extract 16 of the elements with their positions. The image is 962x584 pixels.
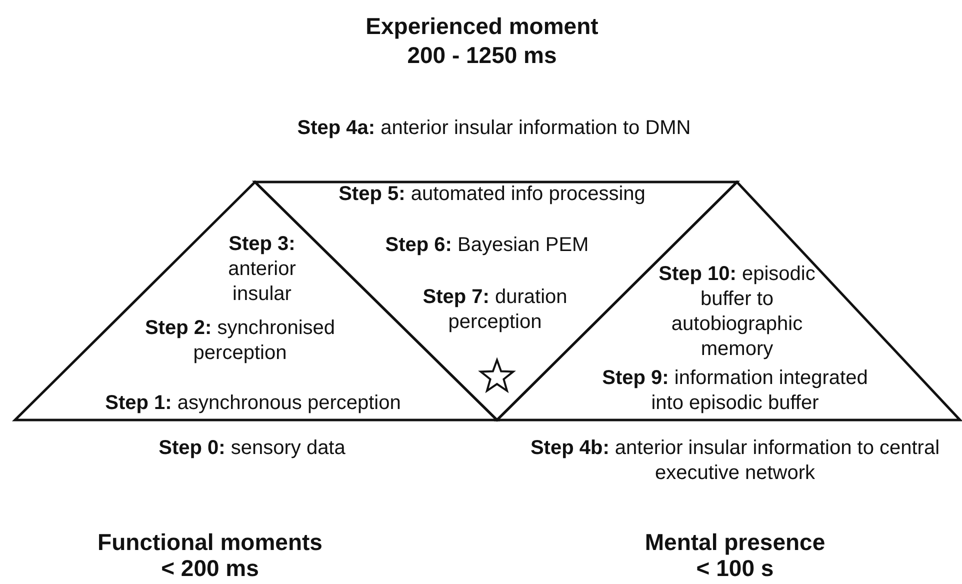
- heading-text: Experienced moment: [364, 12, 600, 40]
- step-text: Step 1: asynchronous perception: [104, 391, 402, 416]
- step-text: Step 4b: anterior insular information to central executive network: [529, 436, 941, 486]
- heading-text: Functional moments: [96, 528, 324, 556]
- step-text: Step 0: sensory data: [158, 436, 346, 461]
- heading-text: Mental presence: [644, 528, 826, 556]
- heading-text: 200 - 1250 ms: [406, 41, 558, 69]
- heading-text: < 100 s: [695, 555, 775, 582]
- heading-text: < 200 ms: [160, 554, 260, 582]
- step-text: Step 5: automated info processing: [338, 182, 646, 207]
- step-text: Step 2: synchronised perception: [144, 316, 336, 366]
- step-text: Step 7: duration perception: [422, 285, 568, 335]
- step-text: Step 4a: anterior insular information to DMN: [296, 116, 692, 141]
- step-text: Step 6: Bayesian PEM: [384, 233, 590, 258]
- step-text: Step 9: information integrated into episodic buffer: [601, 366, 869, 416]
- step-text: Step 3: anterior insular: [227, 232, 297, 307]
